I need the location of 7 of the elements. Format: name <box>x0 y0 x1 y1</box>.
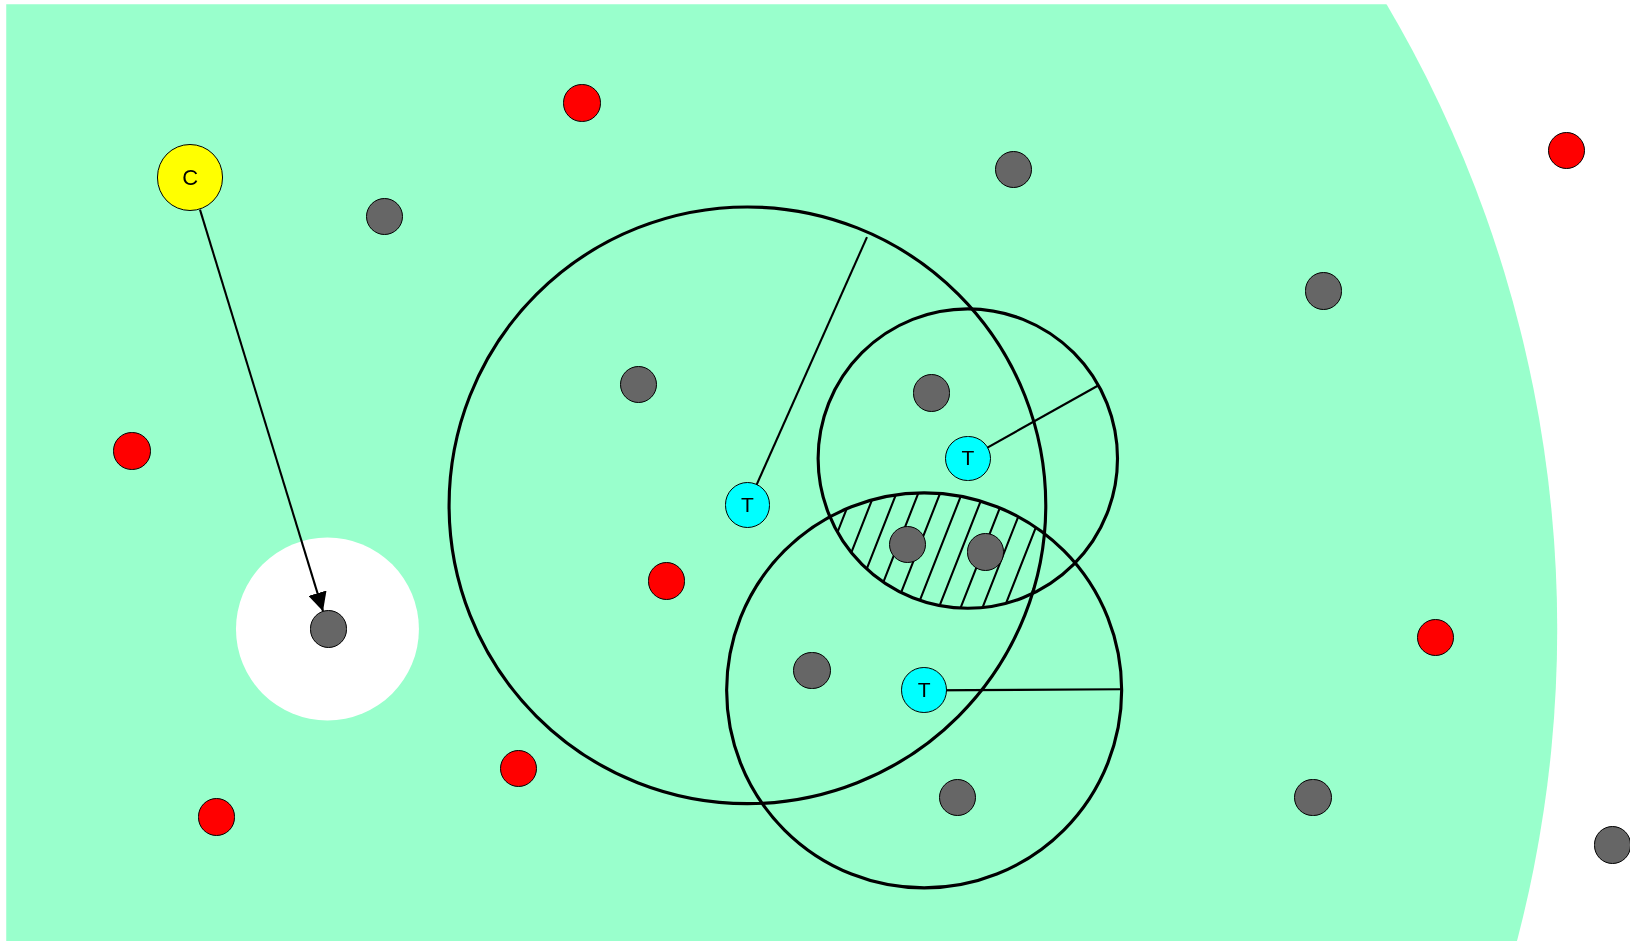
node-letter: C <box>182 164 199 191</box>
node-letter: T <box>917 678 931 703</box>
dot <box>1593 826 1630 864</box>
node-letter: T <box>741 493 754 518</box>
node-letter: T <box>961 446 975 471</box>
arrow <box>199 209 327 612</box>
dot <box>1547 132 1586 170</box>
